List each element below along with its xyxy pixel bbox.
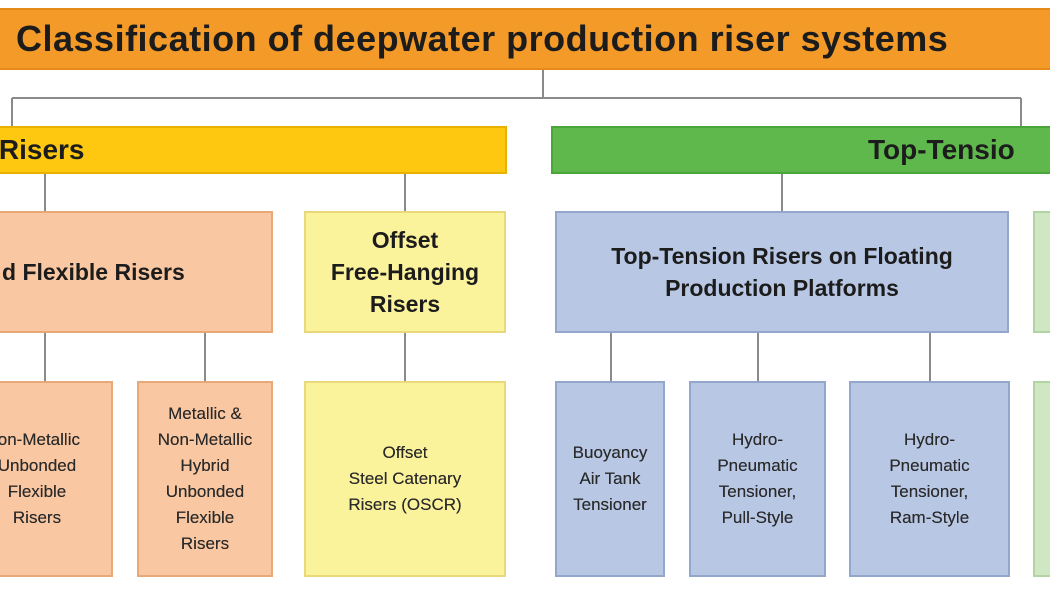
- category-free-hanging-label: ging Risers: [0, 134, 85, 165]
- leaf-metallic-hybrid-label: Metallic & Non-Metallic Hybrid Unbonded …: [157, 404, 253, 553]
- leaf-pull-style-tensioner-label: Hydro- Pneumatic Tensioner, Pull-Style: [717, 430, 798, 527]
- subcategory-top-tension-floating-label: Top-Tension Risers on Floating Productio…: [611, 243, 953, 301]
- subcategory-offset-free-hanging-label: Offset Free-Hanging Risers: [330, 227, 480, 317]
- subcategory-bonded-flexible: d Flexible Risers: [0, 211, 273, 333]
- subcategory-top-tension-floating: Top-Tension Risers on Floating Productio…: [555, 211, 1009, 333]
- leaf-non-metallic: lon-Metallic Unbonded Flexible Risers: [0, 381, 113, 577]
- leaf-non-metallic-label: lon-Metallic Unbonded Flexible Risers: [0, 430, 80, 527]
- leaf-buoyancy-tensioner: Buoyancy Air Tank Tensioner: [555, 381, 665, 577]
- leaf-ram-style-tensioner-label: Hydro- Pneumatic Tensioner, Ram-Style: [889, 430, 970, 527]
- subcategory-offset-free-hanging: Offset Free-Hanging Risers: [304, 211, 506, 333]
- leaf-pull-style-tensioner: Hydro- Pneumatic Tensioner, Pull-Style: [689, 381, 826, 577]
- diagram-title-text: Classification of deepwater production r…: [16, 18, 949, 59]
- category-top-tension-label: Top-Tensio: [868, 134, 1015, 165]
- category-top-tension: Top-Tensio: [551, 126, 1050, 174]
- subcategory-bonded-flexible-label: d Flexible Risers: [2, 259, 185, 285]
- leaf-partial-right: [1033, 381, 1050, 577]
- leaf-oscr: Offset Steel Catenary Risers (OSCR): [304, 381, 506, 577]
- diagram-title: Classification of deepwater production r…: [0, 8, 1050, 70]
- leaf-buoyancy-tensioner-label: Buoyancy Air Tank Tensioner: [572, 443, 648, 514]
- leaf-ram-style-tensioner: Hydro- Pneumatic Tensioner, Ram-Style: [849, 381, 1010, 577]
- leaf-oscr-label: Offset Steel Catenary Risers (OSCR): [348, 443, 462, 514]
- leaf-metallic-hybrid: Metallic & Non-Metallic Hybrid Unbonded …: [137, 381, 273, 577]
- category-free-hanging: ging Risers: [0, 126, 507, 174]
- subcategory-partial-right: [1033, 211, 1050, 333]
